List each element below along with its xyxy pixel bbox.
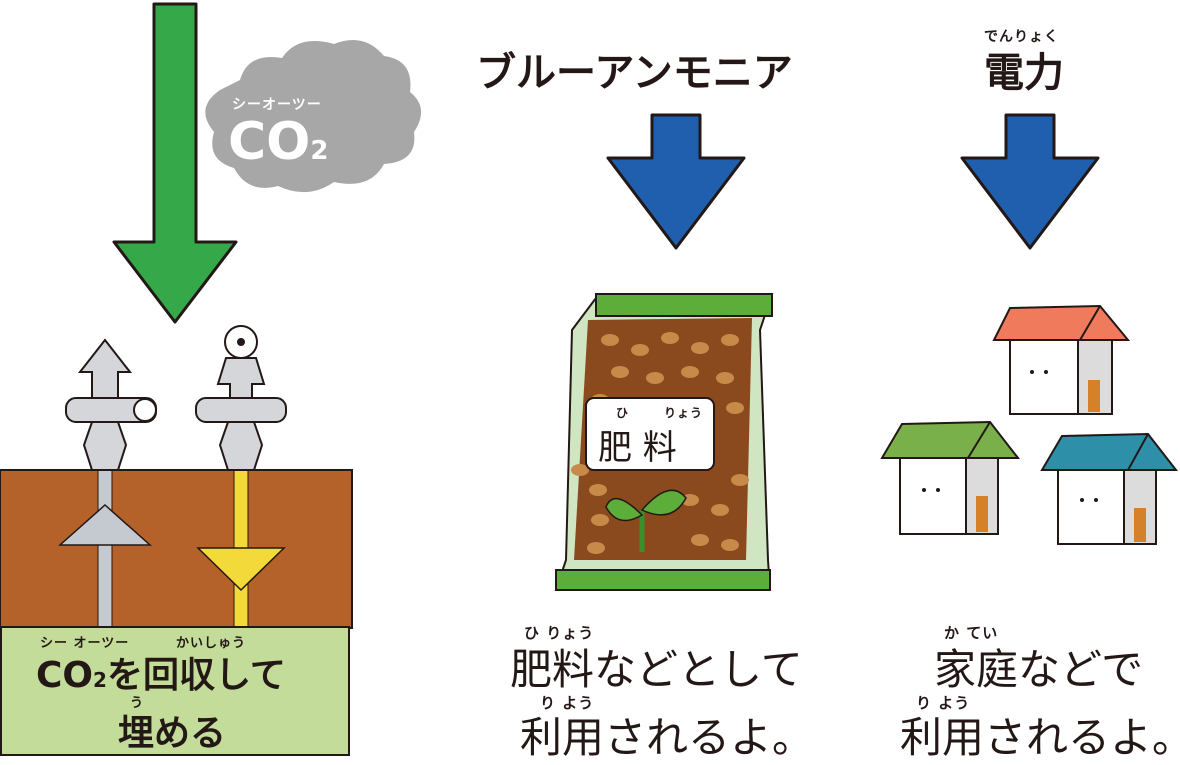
capture-ruby-co2: シー オーツー [40, 636, 130, 651]
power-title: 電力 [984, 50, 1064, 96]
ammonia-title: ブルーアンモニア [476, 50, 793, 96]
power-title-ruby: でんりょく [984, 29, 1059, 45]
capture-line1-sub: 2 [93, 668, 107, 692]
ammonia-caption-line2: 利用されるよ。 [520, 713, 815, 762]
capture-line1: CO2を回収して [36, 646, 286, 698]
ammonia-caption-ruby2: り よう [540, 694, 595, 712]
capture-ruby-kaishu: かいしゅう [176, 636, 247, 651]
capture-line1-co: CO [36, 655, 94, 696]
co2-cloud-ruby: シーオーツー [232, 97, 322, 113]
bag-ruby-ryou: りょう [664, 406, 704, 420]
capture-ruby-u: う [130, 696, 145, 711]
bag-label: 肥 料 [598, 428, 677, 468]
power-caption-ruby2: り よう [916, 694, 971, 712]
power-caption-line2: 利用されるよ。 [900, 713, 1180, 762]
capture-box [0, 626, 350, 756]
ammonia-caption-line1: 肥料などとして [510, 645, 803, 694]
capture-line1-rest: を回収して [106, 655, 286, 696]
co2-cloud-label: CO2 [228, 112, 328, 172]
ammonia-caption-ruby1: ひ りょう [524, 624, 595, 642]
capture-line2: 埋める [118, 713, 227, 754]
bag-ruby-hi: ひ [616, 406, 630, 420]
co2-cloud-label-sub: 2 [310, 136, 329, 166]
power-caption-ruby1: か てい [944, 624, 999, 642]
power-caption-line1: 家庭などで [934, 645, 1144, 694]
co2-cloud-label-main: CO [228, 112, 311, 172]
